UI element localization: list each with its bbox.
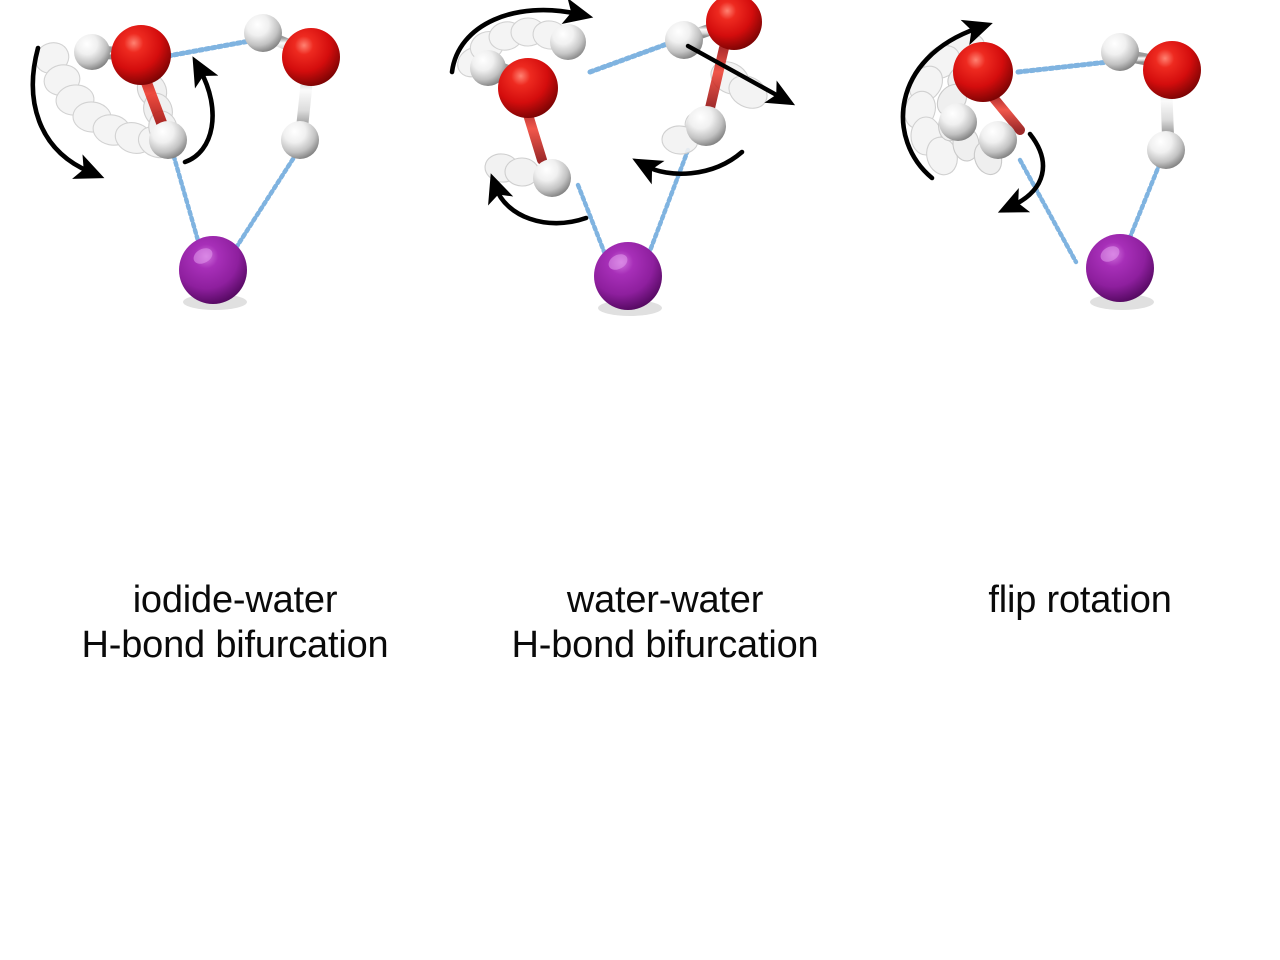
panel-caption-flip-rotation: flip rotation [988,579,1172,621]
hbond-water-to-iodide-right [222,145,303,268]
small-swing-arrow [182,56,219,165]
water-molecule-acceptor [1101,33,1201,169]
hbond-right-water-to-iodide [639,147,691,275]
hydrogen-atom-flip-a [939,103,977,141]
large-swing-arrow [30,45,105,179]
hbond-flip-water-to-acceptor [1015,59,1111,75]
hydrogen-atom-acceptor-lower [1147,131,1185,169]
hydrogen-atom-acceptor-upper [1101,33,1139,71]
iodide-anion [594,242,662,316]
motion-arrows [30,45,219,179]
iodide-anion [1086,234,1154,310]
hbond-acceptor-to-iodide [1117,155,1165,265]
ghost-trail-left-upper [457,17,586,78]
water-molecule-flipping [939,42,1025,159]
oxygen-atom [1143,41,1201,99]
hydrogen-atom-acceptor-upper [244,14,282,52]
iodide-atom [594,242,662,310]
hydrogen-bond-network [1015,59,1165,265]
flip-arrow-outer [900,19,993,181]
ghost-trail-flip [904,32,1003,176]
axis-arrow [685,43,796,106]
hbond-left-water-to-iodide [575,182,615,275]
hydrogen-bond-network [165,37,303,268]
motion-arrows [900,19,1046,213]
molecular-scene-flip-rotation [880,0,1280,600]
hydrogen-bond-network [575,37,691,275]
hydrogen-atom-free [74,34,110,70]
water-molecule-donor [74,25,187,159]
oxygen-atom [111,25,171,85]
water-molecule-right [665,0,762,146]
oxygen-atom [953,42,1013,102]
oxygen-atom [498,58,558,118]
hbond-left-water-to-right-water [587,37,681,75]
molecular-scene-water-water [430,0,900,600]
panel-water-water: water-water H-bond bifurcation [430,0,900,960]
hydrogen-atom-right-upper [665,21,703,59]
panel-caption-water-water: water-water H-bond bifurcation [511,579,819,666]
oxygen-atom [706,0,762,50]
ghost-trail-right-water [661,61,768,155]
covalent-bonds-donor-water [93,45,171,138]
iodide-anion [179,236,247,310]
hydrogen-atom-acceptor-lower [281,121,319,159]
water-molecule-left [470,50,571,197]
right-swing-arrow [632,149,745,185]
hydrogen-atom-left-lower [533,159,571,197]
ghost-trail-left-lower [484,153,540,187]
oxygen-atom [282,28,340,86]
hbond-donor-to-acceptor [165,37,258,59]
lower-swing-arrow [488,173,589,226]
panel-iodide-water: iodide-water H-bond bifurcation [0,0,470,960]
motion-arrows [449,0,796,226]
water-molecule-acceptor [244,14,340,159]
hbond-water-to-iodide-left [169,147,208,268]
ghost-trail-hydrogen [34,42,178,159]
hydrogen-atom-right-lower [686,106,726,146]
hydrogen-atom-flip-b [979,121,1017,159]
iodide-atom [1086,234,1154,302]
hydrogen-atom-left-outer [470,50,506,86]
panel-flip-rotation: flip rotation [880,0,1280,960]
hydrogen-atom-bifurcating [149,121,187,159]
upper-swing-arrow [449,0,594,75]
iodide-atom [179,236,247,304]
flip-arrow-inner [997,131,1046,213]
molecular-scene-iodide-water [0,0,470,600]
panel-caption-iodide-water: iodide-water H-bond bifurcation [81,579,389,666]
hbond-flip-water-to-iodide [1017,157,1079,265]
